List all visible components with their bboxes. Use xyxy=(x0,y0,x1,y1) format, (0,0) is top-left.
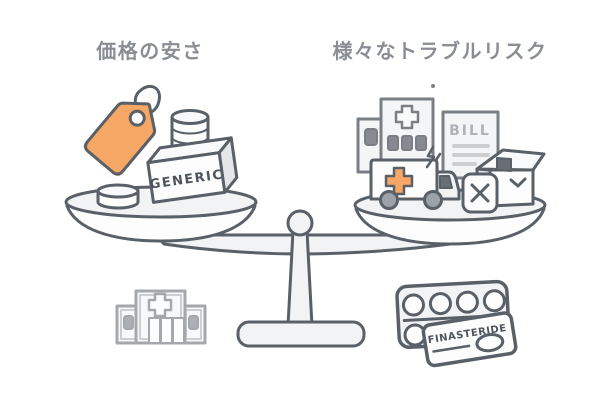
pill-pocket xyxy=(428,292,452,316)
pill-oval xyxy=(475,332,505,353)
generic-box-icon: GENERIC xyxy=(146,136,239,204)
pill-pocket xyxy=(482,289,506,313)
card-line xyxy=(432,344,471,353)
medical-cross-icon xyxy=(147,292,173,318)
dot-accent xyxy=(431,84,435,88)
hospital-document-icon xyxy=(379,97,435,166)
window xyxy=(188,315,199,330)
stand-base xyxy=(236,320,366,348)
ambulance-icon xyxy=(369,145,461,210)
pill-pocket xyxy=(455,290,479,314)
cancel-box-icon xyxy=(461,172,499,214)
cab-window xyxy=(439,175,453,189)
door xyxy=(148,317,161,344)
door xyxy=(172,317,185,344)
wheel xyxy=(379,190,399,210)
finasteride-card-icon: FINASTERIDE xyxy=(421,311,518,368)
pill-blister-icon xyxy=(395,279,511,350)
impact-spark-icon xyxy=(434,152,442,162)
impact-spark-icon xyxy=(425,145,436,169)
box-tape xyxy=(496,157,512,172)
pivot-circle xyxy=(286,209,314,237)
right-title: 様々なトラブルリスク xyxy=(333,39,548,63)
stand-column xyxy=(286,229,314,328)
x-mark-icon xyxy=(470,183,490,203)
hospital-documents: BILL xyxy=(356,97,500,180)
ambulance-cross-icon xyxy=(384,166,414,196)
medical-cross-icon xyxy=(394,104,420,130)
window xyxy=(123,315,134,330)
chevron-down-icon xyxy=(509,177,527,188)
left-title: 価格の安さ xyxy=(95,39,204,63)
scale-stand xyxy=(236,209,366,348)
wheel xyxy=(423,190,443,210)
door xyxy=(160,317,173,344)
hospital-building-icon xyxy=(115,289,207,345)
tag-hole xyxy=(128,109,146,127)
pill-pocket xyxy=(401,293,425,317)
price-tag-icon xyxy=(83,101,157,176)
coin-icon xyxy=(96,183,140,210)
bill-label: BILL xyxy=(449,123,491,139)
